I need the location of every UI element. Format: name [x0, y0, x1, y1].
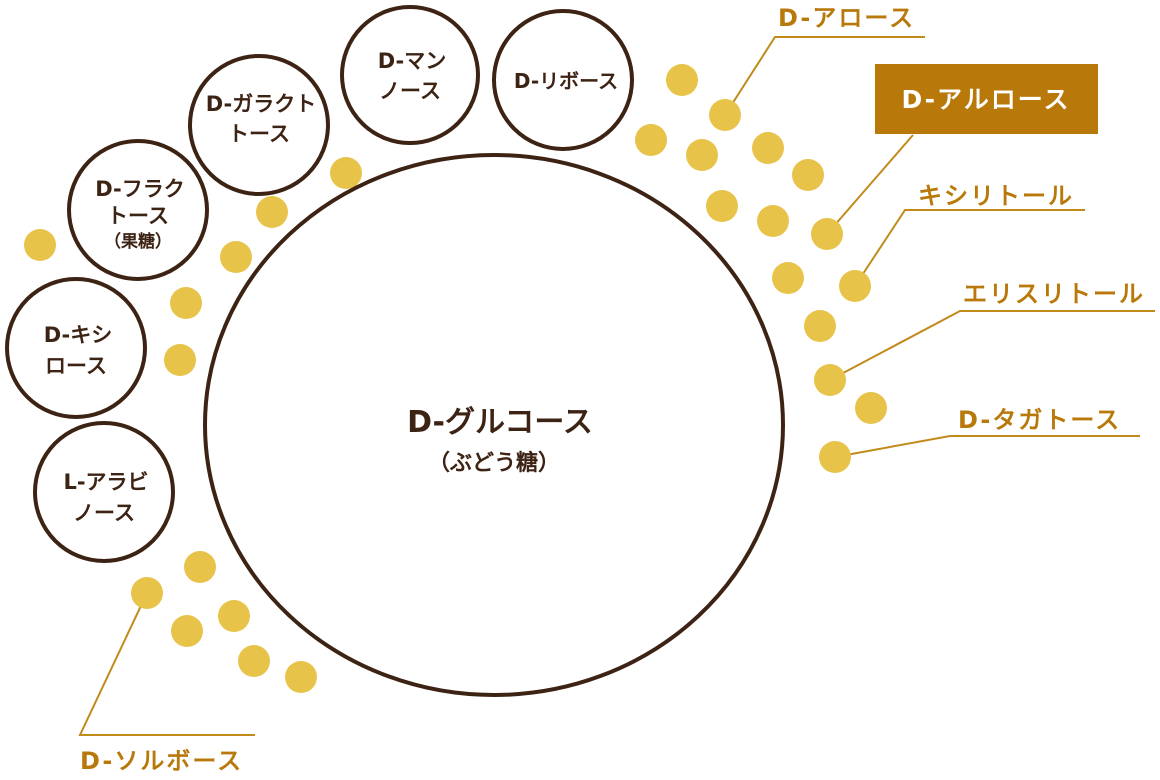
circle-label: ノース	[379, 79, 441, 103]
circle-label: D-キシ	[44, 323, 113, 347]
circle-arabinose: L-アラビ ノース	[33, 421, 175, 563]
glucose-note: （ぶどう糖）	[428, 450, 560, 476]
dot	[686, 139, 718, 171]
label-tagatose: D-タガトース	[958, 406, 1121, 434]
connector-tagatose	[834, 435, 1140, 458]
dot	[819, 441, 851, 473]
circle-label: L-アラビ	[63, 470, 148, 494]
rare-sugar-dots	[24, 64, 887, 693]
label-xylitol: キシリトール	[918, 182, 1074, 210]
connector-allose	[724, 36, 925, 116]
dot	[804, 310, 836, 342]
dot	[171, 615, 203, 647]
circle-xylose: D-キシ ロース	[5, 277, 147, 419]
dot	[220, 241, 252, 273]
circle-label: トース	[228, 122, 290, 146]
dot	[706, 190, 738, 222]
dot	[238, 645, 270, 677]
dot	[256, 196, 288, 228]
dot	[792, 159, 824, 191]
dot	[285, 661, 317, 693]
circle-label: トース	[107, 204, 169, 228]
dot	[839, 270, 871, 302]
circle-label: D-マン	[378, 49, 447, 73]
glucose-name: D-グルコース	[407, 405, 593, 440]
dot	[131, 577, 163, 609]
dot	[164, 344, 196, 376]
dot	[666, 64, 698, 96]
dot	[772, 262, 804, 294]
circle-label: ノース	[73, 501, 135, 525]
dot	[709, 99, 741, 131]
dot	[757, 205, 789, 237]
connector-erythritol	[829, 310, 1155, 381]
circle-label: D-フラク	[95, 177, 185, 201]
label-allulose: D-アルロース	[901, 85, 1070, 114]
dot	[218, 600, 250, 632]
dot	[635, 124, 667, 156]
circle-label: D-ガラクト	[206, 92, 317, 116]
dot	[811, 218, 843, 250]
circle-label: （果糖）	[104, 231, 172, 252]
highlight-box	[875, 64, 1098, 134]
dot	[170, 287, 202, 319]
dot	[24, 229, 56, 261]
circle-fructose: D-フラク トース （果糖）	[67, 139, 209, 281]
dot	[184, 551, 216, 583]
circle-label: ロース	[45, 354, 107, 378]
label-allose: D-アロース	[778, 4, 915, 32]
dot	[855, 392, 887, 424]
connector-xylitol	[854, 209, 1085, 287]
circle-mannose: D-マン ノース	[340, 5, 480, 145]
dot	[814, 364, 846, 396]
circle-ribose: D-リボース	[492, 9, 634, 151]
circle-label: D-リボース	[514, 69, 618, 93]
glucose-circle: D-グルコース （ぶどう糖）	[203, 153, 785, 697]
label-erythritol: エリスリトール	[963, 280, 1145, 308]
connector-sorbose	[78, 592, 255, 736]
circle-galactose: D-ガラクト トース	[188, 54, 330, 196]
dot	[330, 157, 362, 189]
dot	[752, 132, 784, 164]
connector-allulose	[826, 134, 914, 235]
label-sorbose: D-ソルボース	[80, 747, 243, 775]
